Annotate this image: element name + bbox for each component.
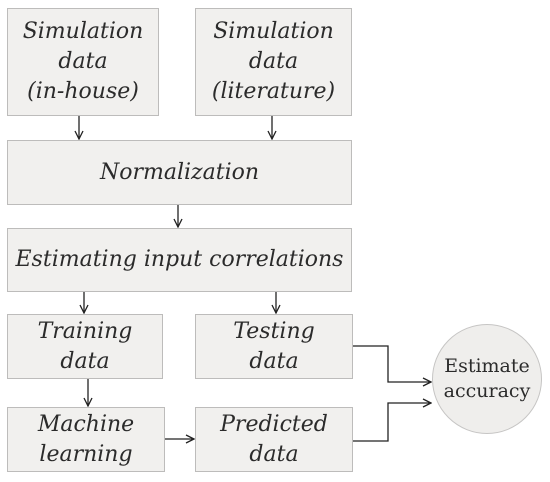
training-data-box: Training data — [7, 314, 163, 379]
simulation-data-literature-box: Simulation data (literature) — [195, 8, 352, 116]
arrow-testing-to-accuracy — [353, 345, 431, 382]
predicted-data-box: Predicted data — [195, 407, 353, 472]
estimating-input-correlations-box: Estimating input correlations — [7, 228, 352, 292]
normalization-box: Normalization — [7, 140, 352, 205]
estimate-accuracy-circle: Estimate accuracy — [432, 324, 542, 434]
arrow-predicted-to-accuracy — [353, 403, 431, 442]
machine-learning-box: Machine learning — [7, 407, 165, 472]
simulation-data-in-house-box: Simulation data (in-house) — [7, 8, 159, 116]
testing-data-box: Testing data — [195, 314, 353, 379]
